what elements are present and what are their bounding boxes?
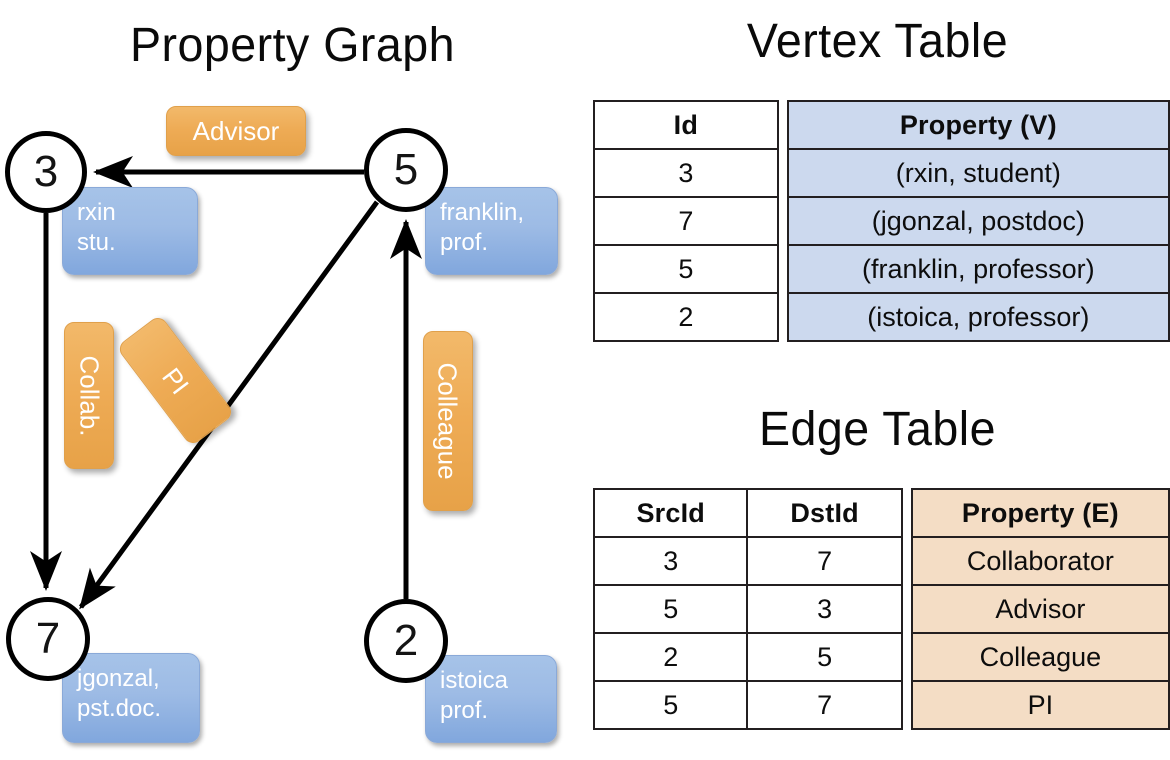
edge-row-2-property: Colleague: [910, 632, 1170, 682]
vertex-property-box-jgonzal: jgonzal, pst.doc.: [62, 653, 200, 743]
column-gap: [777, 293, 788, 341]
vertex-property-box-rxin: rxin stu.: [62, 187, 198, 275]
edge-row-1-srcid: 5: [592, 584, 749, 634]
vertex-property-box-franklin: franklin, prof.: [425, 187, 558, 275]
edge-label-pi-text: PI: [156, 361, 195, 400]
edge-label-advisor: Advisor: [166, 106, 306, 156]
vertex-row-3-property: (istoica, professor): [786, 292, 1170, 342]
edge-table-header-srcid: SrcId: [592, 488, 749, 538]
edge-label-advisor-text: Advisor: [192, 116, 280, 146]
edge-row-0-dstid: 7: [746, 536, 903, 586]
graph-node-7: 7: [6, 597, 90, 681]
edge-row-1-property: Advisor: [910, 584, 1170, 634]
graph-node-2: 2: [364, 599, 448, 683]
graph-edges-layer: [30, 156, 422, 610]
graph-node-5: 5: [364, 128, 448, 212]
column-gap: [777, 149, 788, 197]
edge-row-2-srcid: 2: [592, 632, 749, 682]
vertex-row-0-id: 3: [593, 148, 779, 198]
edge-row-1-dstid: 3: [746, 584, 903, 634]
table-header-row: SrcId DstId Property (E): [592, 488, 1170, 538]
edge-row-0-property: Collaborator: [910, 536, 1170, 586]
vertex-row-1-id: 7: [593, 196, 779, 246]
edge-row-3-property: PI: [910, 680, 1170, 730]
column-gap: [777, 245, 788, 293]
page-title-property-graph: Property Graph: [129, 19, 456, 72]
page-title-vertex-table: Vertex Table: [746, 15, 1009, 68]
vertex-row-1-property: (jgonzal, postdoc): [786, 196, 1170, 246]
property-graph-diagram: Advisor Collab. PI Colleague rxin stu. f…: [5, 106, 558, 743]
table-row: 3 (rxin, student): [593, 148, 1170, 198]
table-row: 5 7 PI: [592, 680, 1170, 730]
vertex-table: Id Property (V) 3 (rxin, student) 7 (jgo…: [593, 100, 1170, 342]
edge-label-collab-text: Collab.: [74, 355, 104, 436]
edge-table: SrcId DstId Property (E) 3 7 Collaborato…: [592, 488, 1170, 730]
edge-row-3-srcid: 5: [592, 680, 749, 730]
table-row: 2 5 Colleague: [592, 632, 1170, 682]
vertex-row-2-property: (franklin, professor): [786, 244, 1170, 294]
vertex-table-header-property: Property (V): [786, 100, 1170, 150]
edge-label-colleague: Colleague: [423, 331, 473, 511]
column-gap: [901, 489, 912, 537]
edge-row-2-dstid: 5: [746, 632, 903, 682]
column-gap: [777, 197, 788, 245]
table-header-row: Id Property (V): [593, 100, 1170, 150]
vertex-row-3-id: 2: [593, 292, 779, 342]
column-gap: [901, 681, 912, 729]
vertex-row-0-property: (rxin, student): [786, 148, 1170, 198]
edge-5-to-7: [78, 200, 380, 610]
column-gap: [901, 585, 912, 633]
edge-label-collab: Collab.: [64, 322, 114, 469]
edge-row-0-srcid: 3: [592, 536, 749, 586]
vertex-property-box-istoica: istoica prof.: [425, 655, 557, 743]
vertex-table-header-id: Id: [593, 100, 779, 150]
table-row: 5 3 Advisor: [592, 584, 1170, 634]
table-row: 5 (franklin, professor): [593, 244, 1170, 294]
column-gap: [901, 537, 912, 585]
graph-node-3: 3: [5, 131, 87, 213]
edge-row-3-dstid: 7: [746, 680, 903, 730]
table-row: 7 (jgonzal, postdoc): [593, 196, 1170, 246]
column-gap: [901, 633, 912, 681]
column-gap: [777, 101, 788, 149]
vertex-row-2-id: 5: [593, 244, 779, 294]
table-row: 3 7 Collaborator: [592, 536, 1170, 586]
edge-table-header-property: Property (E): [910, 488, 1170, 538]
table-row: 2 (istoica, professor): [593, 292, 1170, 342]
edge-label-colleague-text: Colleague: [433, 362, 463, 480]
edge-table-header-dstid: DstId: [746, 488, 903, 538]
page-title-edge-table: Edge Table: [758, 403, 996, 456]
